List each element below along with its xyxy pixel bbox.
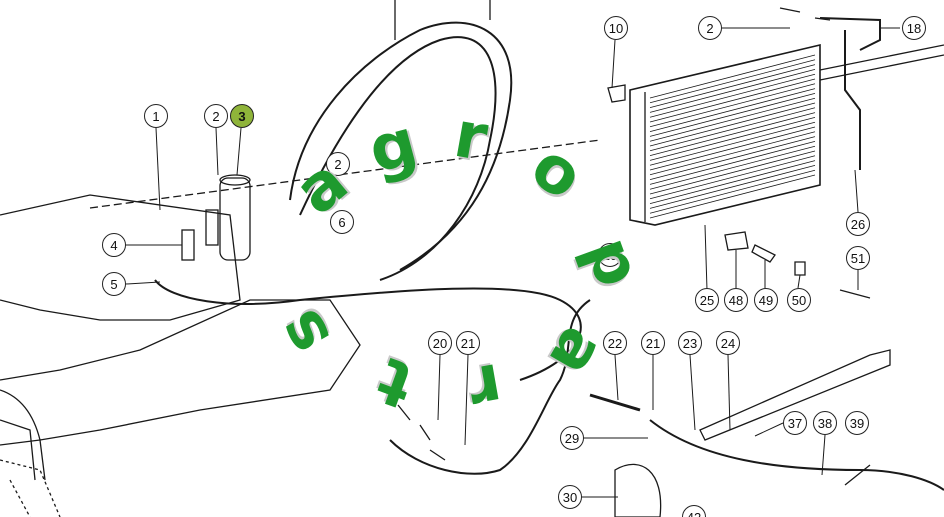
callout-10-mid: 10 [598,243,622,267]
callout-39: 39 [845,411,869,435]
callout-10-top: 10 [604,16,628,40]
pipe-26 [844,30,861,170]
condenser-fin [649,78,816,123]
callout-3-highlighted[interactable]: 3 [230,104,254,128]
callout-37: 37 [783,411,807,435]
condenser-fin [649,117,816,161]
condenser-fin [649,136,816,180]
pipe-top-right [819,44,944,81]
condenser-fin [649,88,816,132]
cover-30 [614,463,662,517]
callout-51: 51 [846,246,870,270]
condenser-fin [649,155,816,200]
bolt-51 [839,289,871,299]
bracket-10-top [607,84,626,103]
rod-23 [649,419,944,491]
condenser-fin [649,83,816,128]
callout-21-left: 21 [456,331,480,355]
callout-6: 6 [330,210,354,234]
callout-5: 5 [102,272,126,296]
drier-cap [219,174,251,186]
callout-24: 24 [716,331,740,355]
callout-29: 29 [560,426,584,450]
condenser-fin [649,54,816,99]
callout-21-right: 21 [641,331,665,355]
callout-30: 30 [558,485,582,509]
bracket-drier [205,209,219,246]
bushing-49 [751,244,776,263]
rod-24 [699,349,891,441]
condenser-fin [649,141,816,185]
condenser-fin [649,73,816,118]
callout-23: 23 [678,331,702,355]
callout-50: 50 [787,288,811,312]
condenser [629,43,821,226]
pin-39 [844,464,871,486]
condenser-fin [649,59,816,104]
condenser-fin [649,126,816,171]
bracket-48 [724,231,749,251]
callout-38: 38 [813,411,837,435]
receiver-drier [219,177,251,261]
callout-26: 26 [846,212,870,236]
hood-outline [0,194,241,321]
leader-lines [124,27,900,498]
condenser-fin [649,93,816,137]
condenser-fin [649,160,816,204]
clip-50 [794,261,806,276]
pipe-18 [819,17,881,51]
callout-18: 18 [902,16,926,40]
callout-2: 2 [204,104,228,128]
condenser-fin [649,131,816,176]
cab-post [394,0,491,40]
dash-line [89,139,601,209]
condenser-fin [649,174,816,219]
condenser-fin [649,69,816,113]
condenser-fin [649,165,816,209]
callout-1: 1 [144,104,168,128]
hose-a [289,21,513,271]
fittings [397,7,831,461]
callout-4: 4 [102,233,126,257]
fender [0,389,46,481]
hood-lower [0,299,361,446]
condenser-fin [649,150,816,195]
condenser-fin [649,145,816,190]
callout-48: 48 [724,288,748,312]
bracket-4 [181,229,195,261]
callout-2-hose: 2 [326,152,350,176]
hose-b [299,36,497,281]
condenser-fin [649,102,816,147]
condenser-fin [649,121,816,166]
frame-left [0,459,61,517]
condenser-fin [649,107,816,152]
rod-22 [589,393,641,412]
condenser-fin [649,112,816,156]
callout-2-top: 2 [698,16,722,40]
callout-22: 22 [603,331,627,355]
hose-d [389,299,591,475]
condenser-fin [649,97,816,142]
callout-25: 25 [695,288,719,312]
hose-c [154,279,582,381]
callout-20: 20 [428,331,452,355]
condenser-fin [649,64,816,108]
callout-49: 49 [754,288,778,312]
condenser-fin [649,169,816,214]
